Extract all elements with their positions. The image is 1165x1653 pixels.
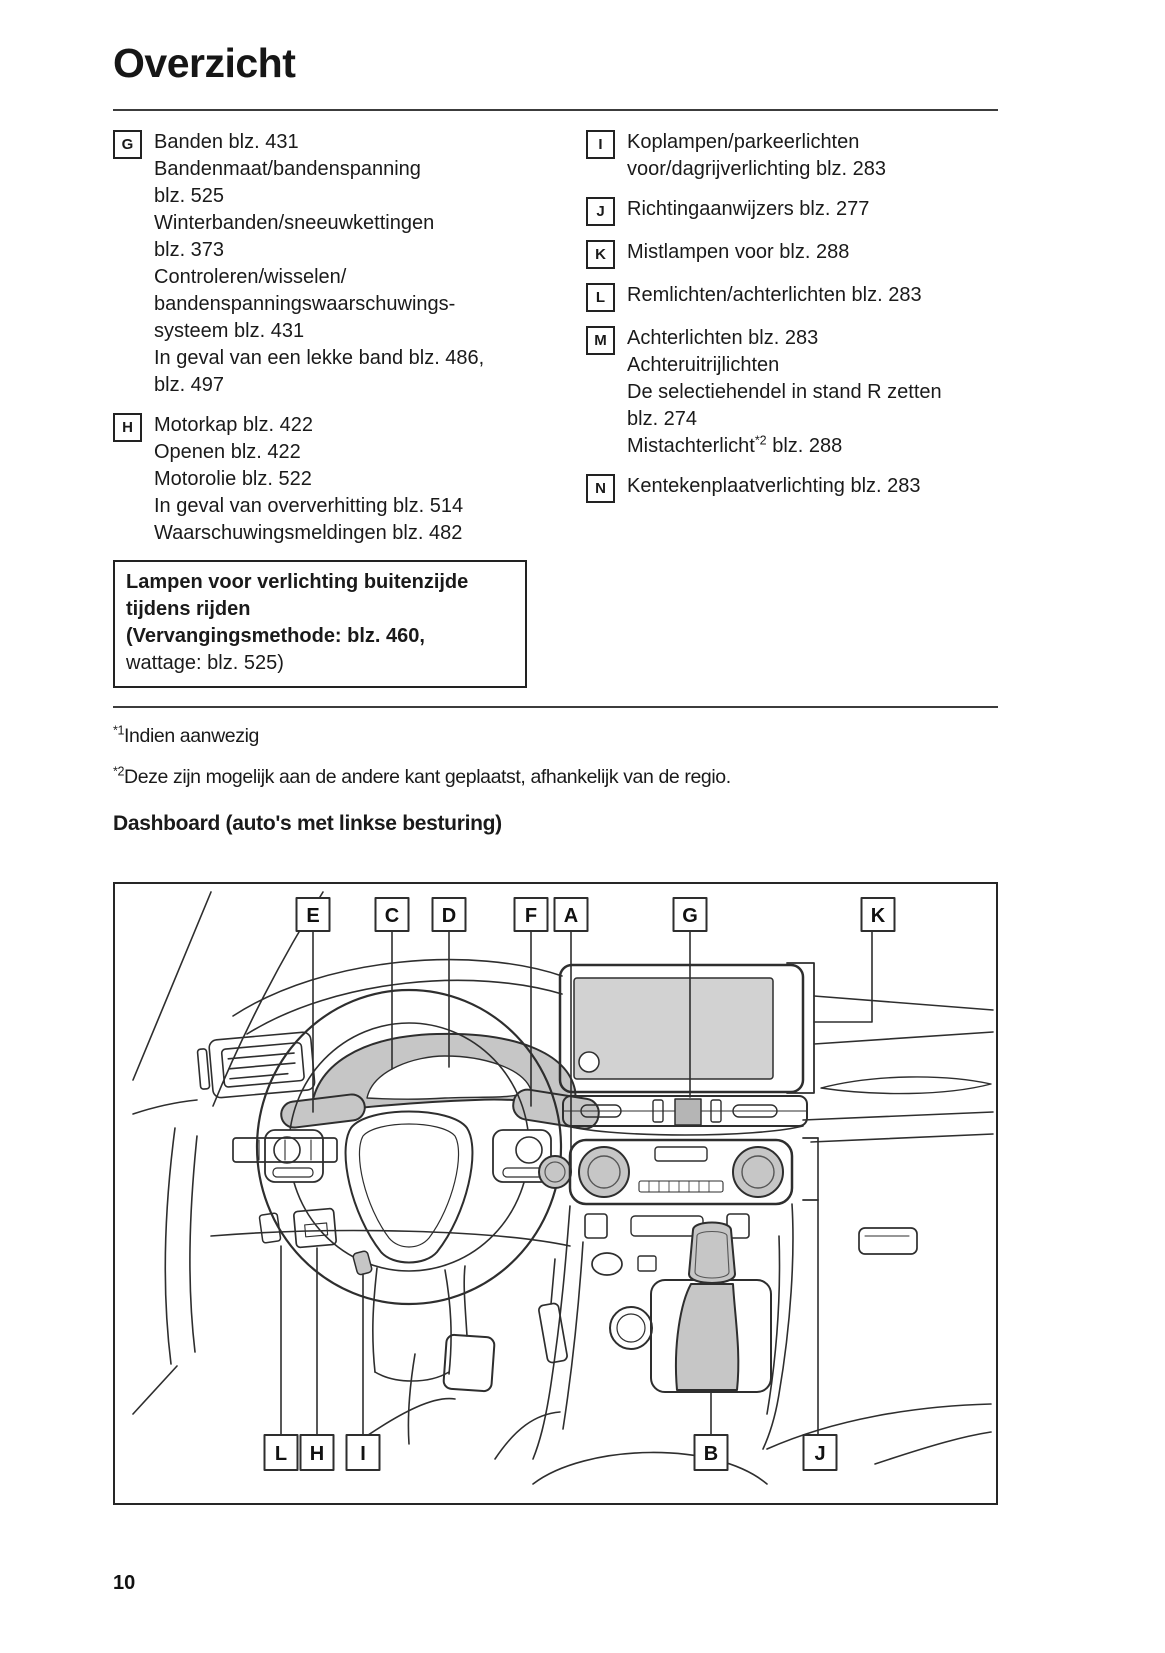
- diagram-label-c: C: [385, 905, 399, 927]
- gear-shifter: [674, 1221, 740, 1391]
- page-number: 10: [113, 1572, 136, 1594]
- legend-item-m: M Achterlichten blz. 283 Achteruitrijlic…: [586, 325, 998, 460]
- text-line: Openen blz. 422: [154, 441, 301, 463]
- text-line: Mistlampen voor blz. 288: [627, 241, 850, 263]
- footnote-marker: *2: [754, 433, 767, 448]
- text-line: In geval van een lekke band blz. 486,: [154, 347, 485, 369]
- text-line: blz. 373: [154, 239, 225, 261]
- center-console: [532, 1203, 794, 1485]
- text-line: De selectiehendel in stand R zetten: [627, 381, 942, 403]
- marker-box-m: M: [586, 326, 615, 355]
- text-line: Waarschuwingsmeldingen blz. 482: [154, 522, 463, 544]
- text-line: In geval van oververhitting blz. 514: [154, 495, 464, 517]
- diagram-label-i: I: [360, 1443, 366, 1465]
- diagram-label-d: D: [442, 905, 456, 927]
- leader-lines: [280, 930, 873, 1436]
- legend-item-h-text: Motorkap blz. 422 Openen blz. 422 Motoro…: [154, 412, 463, 547]
- text-line: Banden blz. 431: [154, 131, 299, 153]
- text-line: Kentekenplaatverlichting blz. 283: [627, 475, 921, 497]
- legend-item-j: J Richtingaanwijzers blz. 277: [586, 196, 998, 226]
- text-line: Motorkap blz. 422: [154, 414, 313, 436]
- note-line: wattage: blz. 525): [126, 652, 284, 674]
- text-line: blz. 274: [627, 408, 698, 430]
- text-line: Richtingaanwijzers blz. 277: [627, 198, 870, 220]
- note-line: Lampen voor verlichting buitenzijde: [126, 571, 469, 593]
- text-line: blz. 525: [154, 185, 225, 207]
- climate-control-panel: [568, 1137, 819, 1206]
- diagram-label-j: J: [814, 1443, 825, 1465]
- text-line: blz. 497: [154, 374, 225, 396]
- steering-wheel: [255, 988, 563, 1382]
- diagram-label-k: K: [871, 905, 886, 927]
- page-title: Overzicht: [113, 40, 296, 86]
- exterior-lights-note-box: Lampen voor verlichting buitenzijde tijd…: [113, 560, 527, 688]
- vent-knob: [674, 1098, 702, 1126]
- marker-box-h: H: [113, 413, 142, 442]
- marker-box-l: L: [586, 283, 615, 312]
- text-line-with-footnote: Mistachterlicht*2 blz. 288: [627, 433, 843, 457]
- infotainment-screen: [558, 962, 815, 1094]
- accelerator-pedal: [538, 1302, 568, 1364]
- text-line: Achteruitrijlichten: [627, 354, 780, 376]
- dash-button-large: [292, 1207, 338, 1249]
- diagram-label-a: A: [564, 905, 578, 927]
- footnote-1: *1Indien aanwezig: [113, 723, 259, 747]
- diagram-labels: [263, 897, 896, 1471]
- diagram-label-b: B: [704, 1443, 718, 1465]
- legend-item-i: I Koplampen/parkeerlichten voor/dagrijve…: [586, 129, 998, 183]
- center-vent: [562, 1095, 808, 1136]
- legend-item-k: K Mistlampen voor blz. 288: [586, 239, 998, 269]
- text-line: Winterbanden/sneeuwkettingen: [154, 212, 435, 234]
- dash-button-small: [258, 1212, 282, 1244]
- marker-box-g: G: [113, 130, 142, 159]
- left-stalk: [280, 1093, 366, 1129]
- legend-column-right: I Koplampen/parkeerlichten voor/dagrijve…: [586, 129, 998, 516]
- legend-column-left: G Banden blz. 431 Bandenmaat/bandenspann…: [113, 129, 550, 688]
- text-line: voor/dagrijverlichting blz. 283: [627, 158, 887, 180]
- start-button: [538, 1155, 572, 1189]
- legend-item-l: L Remlichten/achterlichten blz. 283: [586, 282, 998, 312]
- instrument-cluster: [310, 1032, 578, 1115]
- dash-cowl: [232, 958, 563, 1035]
- footnote-marker: *1: [113, 723, 125, 738]
- text-line: Koplampen/parkeerlichten: [627, 131, 860, 153]
- diagram-label-e: E: [306, 905, 319, 927]
- section-divider: [113, 706, 998, 708]
- marker-box-n: N: [586, 474, 615, 503]
- dashboard-heading: Dashboard (auto's met linkse besturing): [113, 812, 502, 835]
- diagram-label-g: G: [682, 905, 698, 927]
- legend-item-g: G Banden blz. 431 Bandenmaat/bandenspann…: [113, 129, 550, 399]
- text-line: Controleren/wisselen/: [154, 266, 347, 288]
- text-line: Bandenmaat/bandenspanning: [154, 158, 421, 180]
- dashboard-diagram: E C D F A G K L H I B J: [113, 882, 998, 1505]
- page-content: Overzicht G Banden blz. 431 Bandenmaat/b…: [113, 0, 998, 1505]
- passenger-dash: [766, 995, 994, 1465]
- diagram-label-f: F: [525, 905, 537, 927]
- diagram-label-letters: E C D F A G K L H I B J: [275, 905, 886, 1465]
- text-line: bandenspanningswaarschuwings-: [154, 293, 456, 315]
- brake-pedal: [442, 1333, 496, 1393]
- dashboard-line-art: E C D F A G K L H I B J: [132, 891, 994, 1485]
- footnote-marker: *2: [113, 764, 125, 779]
- text-line: Motorolie blz. 522: [154, 468, 312, 490]
- cup-holder: [609, 1306, 653, 1350]
- diagram-label-h: H: [310, 1443, 324, 1465]
- marker-box-i: I: [586, 130, 615, 159]
- legend-item-g-text: Banden blz. 431 Bandenmaat/bandenspannin…: [154, 129, 484, 399]
- text-line: Achterlichten blz. 283: [627, 327, 819, 349]
- column-lever-tip: [352, 1250, 373, 1276]
- lower-dash-and-pedals: [210, 1137, 571, 1460]
- text-line: Remlichten/achterlichten blz. 283: [627, 284, 922, 306]
- diagram-label-l: L: [275, 1443, 287, 1465]
- title-divider: [113, 109, 998, 111]
- note-line: (Vervangingsmethode: blz. 460,: [126, 625, 425, 647]
- note-line: tijdens rijden: [126, 598, 251, 620]
- text-line: systeem blz. 431: [154, 320, 305, 342]
- marker-box-j: J: [586, 197, 615, 226]
- footnote-2: *2Deze zijn mogelijk aan de andere kant …: [113, 764, 731, 788]
- marker-box-k: K: [586, 240, 615, 269]
- legend: G Banden blz. 431 Bandenmaat/bandenspann…: [113, 129, 998, 688]
- legend-item-n: N Kentekenplaatverlichting blz. 283: [586, 473, 998, 503]
- legend-item-h: H Motorkap blz. 422 Openen blz. 422 Moto…: [113, 412, 550, 547]
